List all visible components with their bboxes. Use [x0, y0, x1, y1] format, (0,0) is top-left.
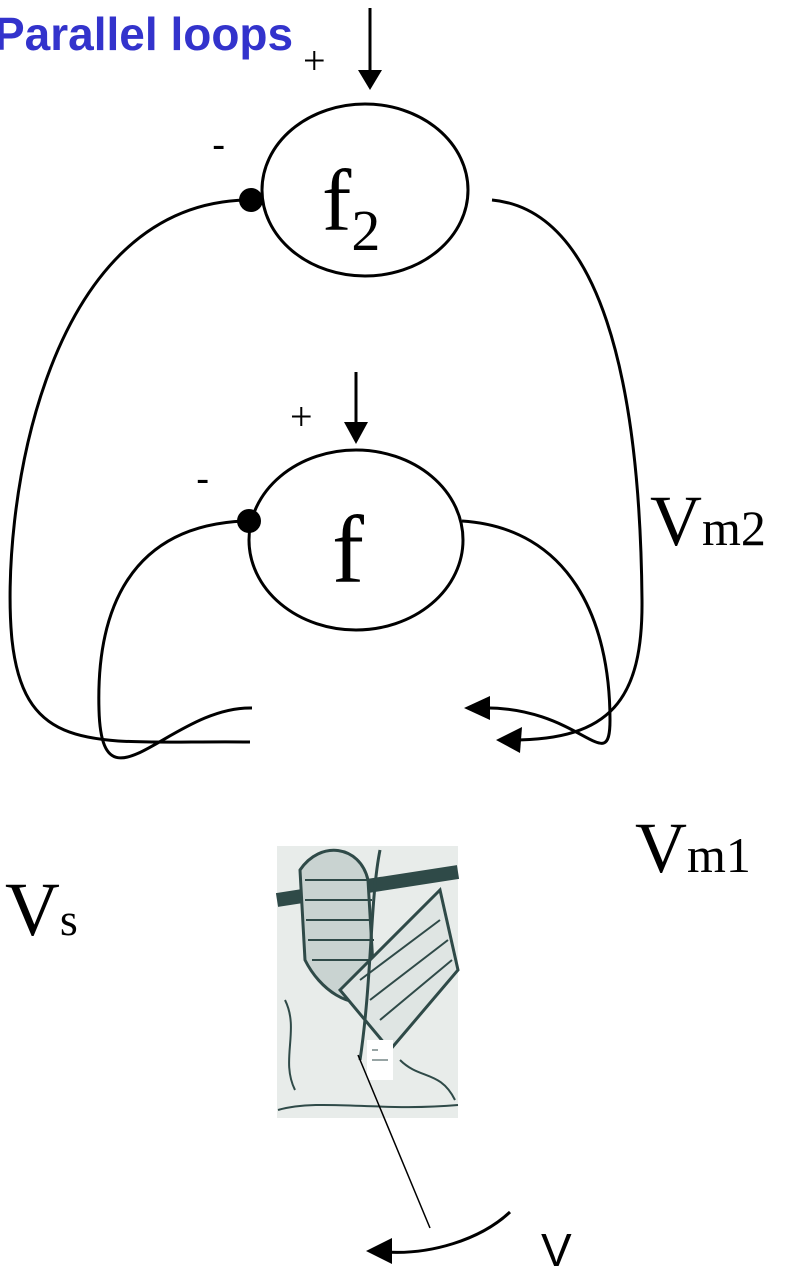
- vm1-label: Vm1: [635, 808, 751, 888]
- inner-loop-feedback-visible-path: [99, 521, 252, 758]
- diagram-title: Parallel loops: [0, 8, 293, 60]
- outer-minus-sign: -: [212, 123, 225, 167]
- inner-minus-sign: -: [196, 457, 209, 501]
- inner-comparator: f + -: [196, 372, 463, 630]
- outer-reference-arrow-head: [358, 70, 382, 90]
- inner-plus-sign: +: [290, 394, 313, 439]
- v-arrow-head: [366, 1238, 392, 1264]
- inner-reference-arrow-head: [344, 422, 368, 444]
- outer-loop-arrow-head: [496, 727, 522, 753]
- vm2-label: Vm2: [650, 481, 766, 561]
- v-rotation-arc: [385, 1212, 510, 1252]
- v-label: V: [541, 1224, 572, 1276]
- outer-plus-sign: +: [303, 38, 326, 83]
- outer-loop-feedback-path: [10, 200, 250, 742]
- inner-loop-arrow-head: [464, 696, 490, 720]
- outer-loop-output-path: [492, 200, 642, 740]
- outer-comparator-label: f2: [322, 153, 380, 263]
- vs-label: Vs: [5, 868, 78, 952]
- inner-comparator-label: f: [332, 496, 364, 603]
